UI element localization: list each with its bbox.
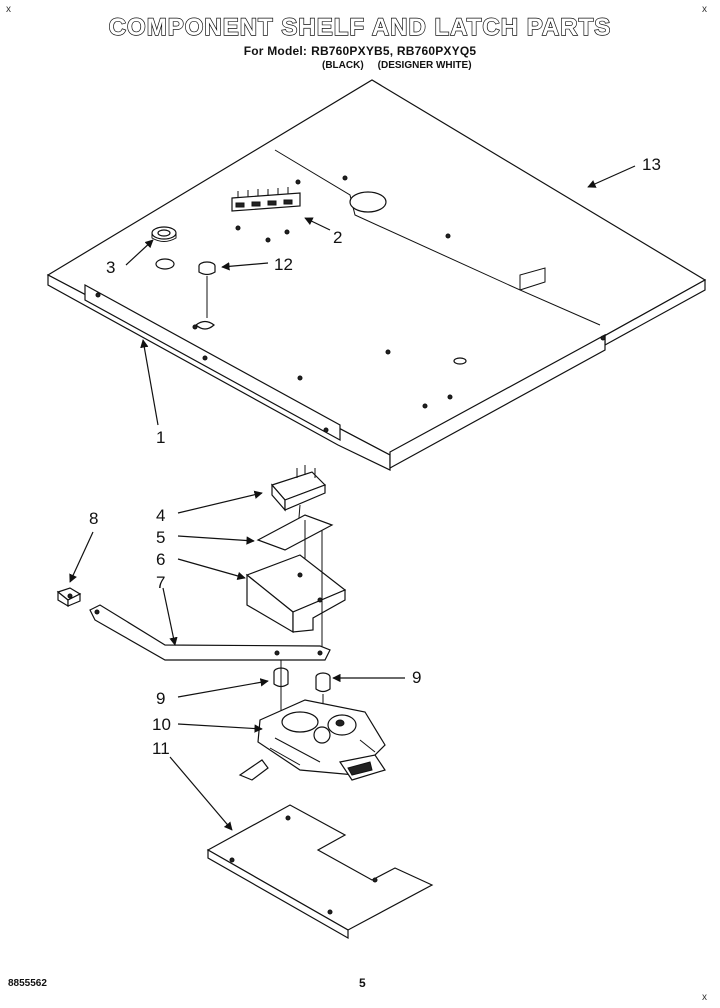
grommet bbox=[151, 226, 177, 242]
variant-black: (BLACK) bbox=[322, 60, 364, 71]
variant-designer-white: (DESIGNER WHITE) bbox=[377, 60, 472, 71]
callout-9-left: 9 bbox=[156, 689, 166, 708]
latch-clip bbox=[56, 587, 82, 608]
switch bbox=[270, 465, 327, 531]
callout-6: 6 bbox=[156, 550, 166, 569]
terminal-block bbox=[231, 187, 301, 212]
document-number: 8855562 bbox=[8, 978, 47, 989]
callout-1: 1 bbox=[156, 428, 166, 447]
corner-mark-top-left: x bbox=[6, 4, 11, 15]
model-line: For Model:RB760PXYB5, RB760PXYQ5 bbox=[0, 44, 720, 58]
callout-2: 2 bbox=[333, 228, 343, 247]
base-plate bbox=[206, 804, 434, 940]
callout-9-right: 9 bbox=[412, 668, 422, 687]
latch-rod bbox=[89, 604, 331, 661]
callout-12: 12 bbox=[274, 255, 293, 274]
latch-assembly bbox=[238, 699, 386, 781]
callout-10: 10 bbox=[152, 715, 171, 734]
component-shelf bbox=[46, 79, 707, 471]
callout-13: 13 bbox=[642, 155, 661, 174]
callout-11: 11 bbox=[152, 739, 170, 758]
color-variants: (BLACK) (DESIGNER WHITE) bbox=[322, 60, 486, 71]
switch-bracket bbox=[245, 530, 347, 650]
corner-mark-bottom-right: x bbox=[702, 992, 707, 1003]
page-number: 5 bbox=[359, 976, 366, 990]
callout-7: 7 bbox=[156, 573, 166, 592]
hole-plug bbox=[198, 261, 216, 318]
leader-lines bbox=[69, 165, 636, 831]
model-numbers: RB760PXYB5, RB760PXYQ5 bbox=[311, 44, 477, 58]
callout-5: 5 bbox=[156, 528, 166, 547]
model-label: For Model: bbox=[243, 44, 308, 58]
callout-3: 3 bbox=[106, 258, 116, 277]
corner-mark-top-right: x bbox=[702, 4, 707, 15]
page-title: COMPONENT SHELF AND LATCH PARTS bbox=[108, 13, 612, 41]
callout-4: 4 bbox=[156, 506, 166, 525]
callout-8: 8 bbox=[89, 509, 99, 528]
